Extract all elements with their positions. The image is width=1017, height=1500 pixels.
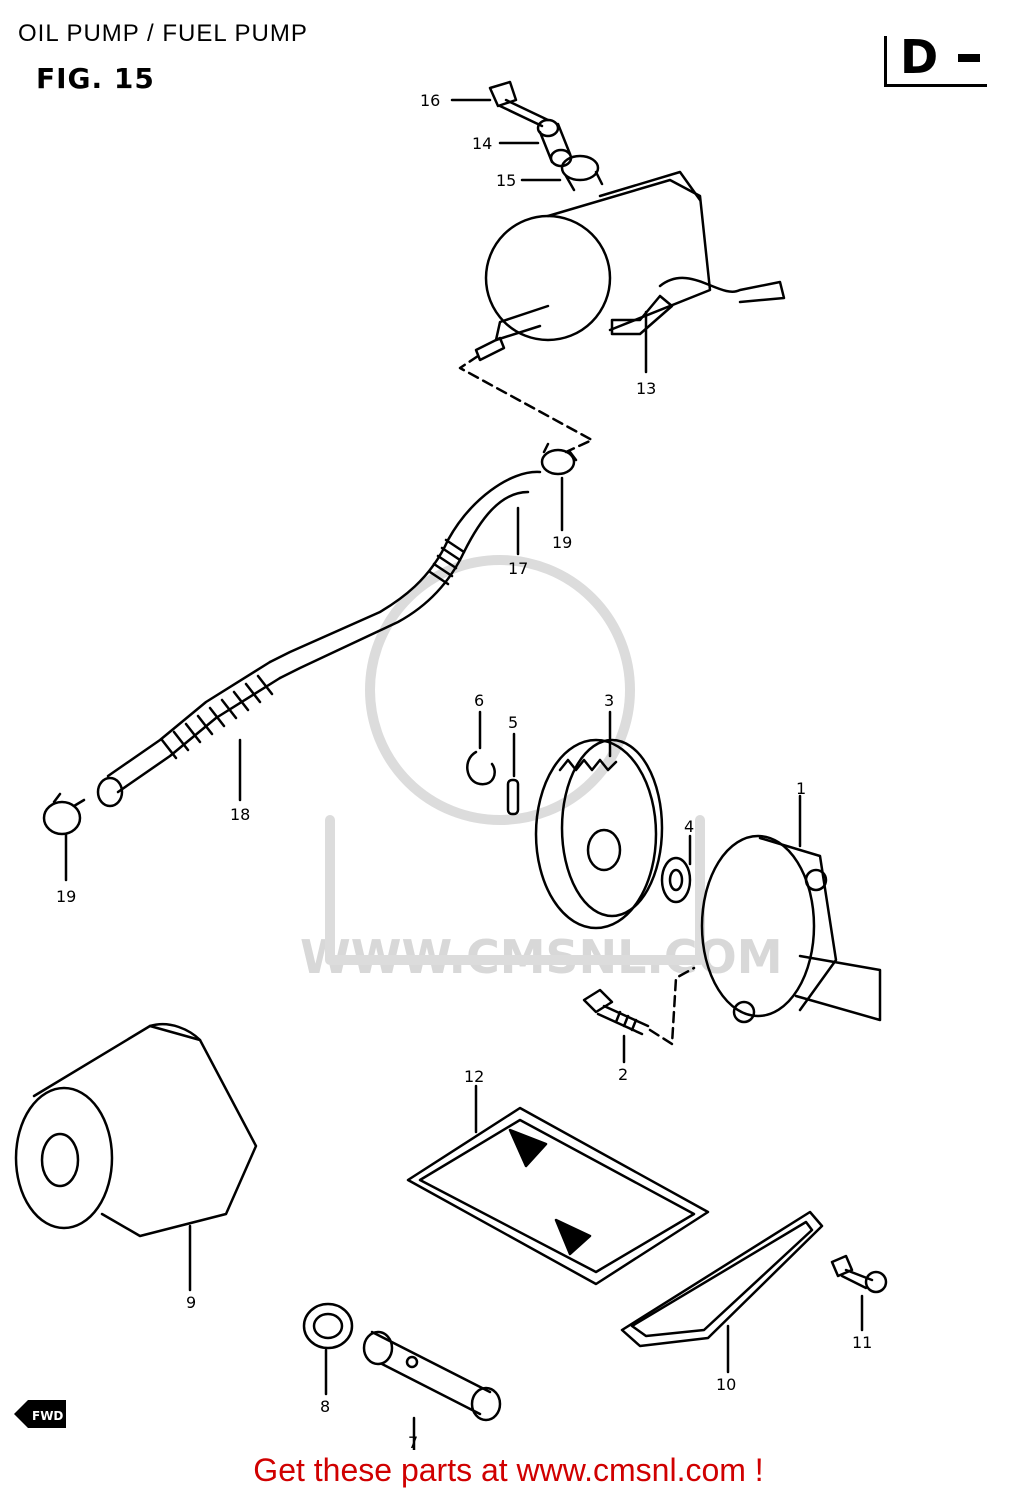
watermark-mascot xyxy=(325,555,705,965)
callout-3: 3 xyxy=(604,691,614,710)
callout-14: 14 xyxy=(472,134,492,153)
callout-6: 6 xyxy=(474,691,484,710)
callout-17: 17 xyxy=(508,559,528,578)
part-19-clamp-lower xyxy=(42,792,86,882)
callout-18: 18 xyxy=(230,805,250,824)
part-6-circlip xyxy=(466,710,496,786)
part-10-gasket xyxy=(620,1210,824,1374)
callout-9: 9 xyxy=(186,1293,196,1312)
callout-1: 1 xyxy=(796,779,806,798)
part-7-union-bolt xyxy=(362,1330,502,1450)
part-13-fuel-pump xyxy=(474,170,786,374)
callout-11: 11 xyxy=(852,1333,872,1352)
part-16-bolt xyxy=(450,80,550,128)
callout-2: 2 xyxy=(618,1065,628,1084)
part-8-washer xyxy=(302,1302,354,1396)
part-9-oil-filter xyxy=(14,1023,258,1292)
fwd-label: FWD xyxy=(32,1409,63,1423)
footer-link[interactable]: Get these parts at www.cmsnl.com ! xyxy=(253,1452,764,1488)
callout-15: 15 xyxy=(496,171,516,190)
callout-10: 10 xyxy=(716,1375,736,1394)
leader-dash-2-1 xyxy=(648,966,696,1046)
part-12-strainer xyxy=(406,1084,710,1286)
section-dash xyxy=(958,54,980,62)
part-3-gear xyxy=(534,710,664,930)
part-2-bolt xyxy=(582,988,650,1064)
callout-13: 13 xyxy=(636,379,656,398)
part-17-hose xyxy=(268,470,542,680)
exploded-parts-diagram: 16 14 15 13 19 17 6 5 3 1 4 18 19 2 12 9… xyxy=(14,80,888,1450)
part-19-clamp-upper xyxy=(540,442,578,532)
callout-8: 8 xyxy=(320,1397,330,1416)
callout-7: 7 xyxy=(408,1433,418,1450)
callout-4: 4 xyxy=(684,817,694,836)
leader-dash-13-19 xyxy=(458,354,594,454)
part-5-pin xyxy=(506,732,520,816)
fwd-arrow-icon: FWD xyxy=(14,1400,66,1428)
part-11-bolt xyxy=(830,1254,888,1332)
callout-19-upper: 19 xyxy=(552,533,572,552)
part-18-hose xyxy=(96,660,282,808)
callout-12: 12 xyxy=(464,1067,484,1086)
callout-19-lower: 19 xyxy=(56,887,76,906)
callout-16: 16 xyxy=(420,91,440,110)
page-title: OIL PUMP / FUEL PUMP xyxy=(18,20,308,47)
part-4-washer xyxy=(660,834,692,904)
part-1-oil-pump xyxy=(700,794,882,1024)
section-letter: D xyxy=(900,30,939,84)
figure-label: FIG. 15 xyxy=(36,62,155,95)
section-box xyxy=(884,36,987,87)
part-14-collar xyxy=(498,118,573,168)
callout-5: 5 xyxy=(508,713,518,732)
part-15-grommet xyxy=(520,154,604,192)
